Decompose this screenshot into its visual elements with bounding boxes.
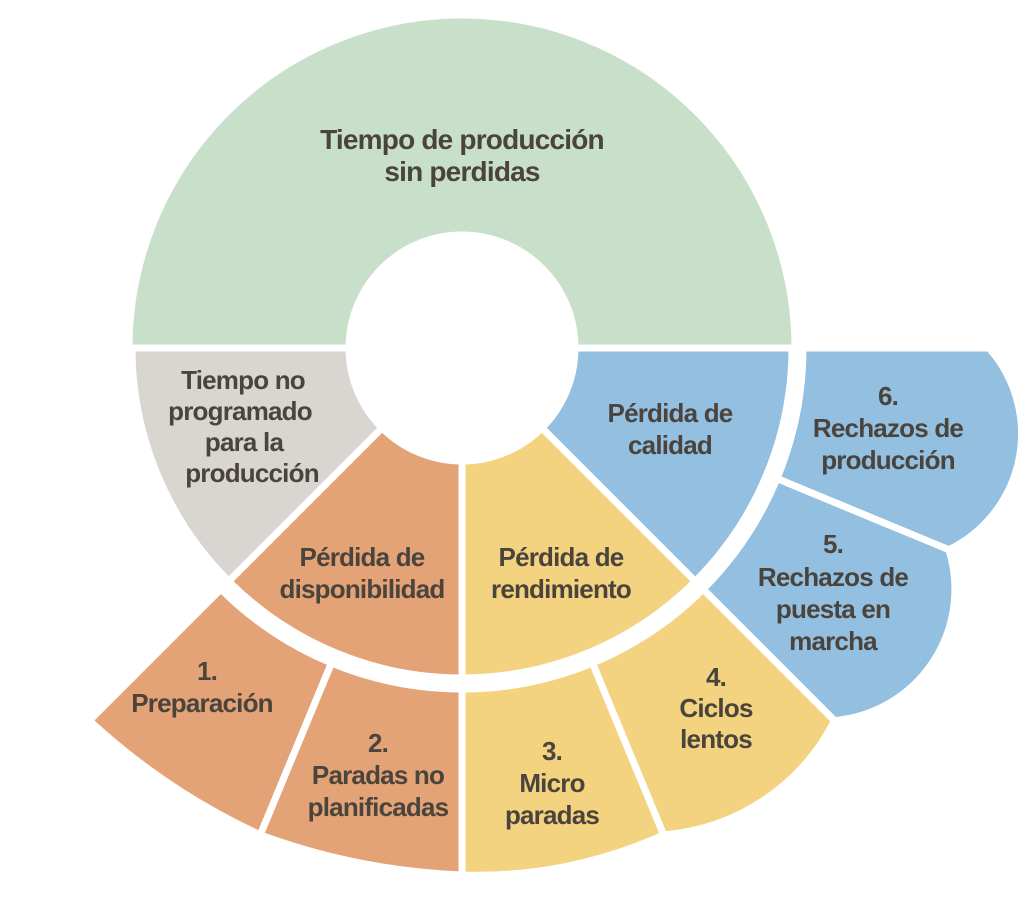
label-line: marcha — [789, 626, 878, 656]
label-line: lentos — [680, 724, 752, 754]
label-line: Pérdida de — [300, 542, 425, 572]
label-line: Rechazos de — [758, 562, 908, 592]
segment-unscheduled-time — [128, 344, 386, 585]
segment-availability-loss — [225, 424, 466, 682]
petal-1-preparacion — [85, 585, 335, 839]
label-line: planificadas — [308, 792, 449, 822]
label-line: calidad — [628, 430, 712, 460]
loss-number: 4. — [706, 662, 726, 692]
label-unscheduled-time: Tiempo no programado para la producción — [168, 365, 319, 488]
label-line: paradas — [505, 800, 599, 830]
label-production-time: Tiempo de producción sin perdidas — [320, 124, 605, 187]
label-loss-2: 2. Paradas no planificadas — [308, 728, 450, 822]
petal-4-ciclos-lentos — [589, 585, 839, 839]
label-line: Preparación — [131, 688, 273, 718]
loss-number: 6. — [878, 381, 898, 411]
loss-number: 3. — [542, 736, 562, 766]
label-line: programado — [168, 396, 312, 426]
loss-number: 1. — [197, 656, 217, 686]
label-line: Tiempo de producción — [320, 124, 604, 155]
label-performance-loss: Pérdida de rendimiento — [491, 542, 632, 604]
segment-quality-loss — [538, 344, 796, 585]
label-line: puesta en — [776, 594, 890, 624]
label-loss-3: 3. Micro paradas — [505, 736, 600, 830]
petal-5-rechazos-puesta-en-marcha — [699, 475, 959, 725]
label-quality-loss: Pérdida de calidad — [608, 398, 734, 460]
label-line: para la — [205, 427, 285, 457]
segment-production-time — [125, 11, 799, 352]
label-loss-1: 1. Preparación — [131, 656, 273, 718]
label-line: rendimiento — [491, 574, 631, 604]
label-line: Pérdida de — [608, 398, 733, 428]
label-line: producción — [821, 445, 955, 475]
label-line: producción — [185, 458, 319, 488]
label-line: Pérdida de — [499, 542, 624, 572]
label-line: Rechazos de — [813, 413, 963, 443]
middle-ring — [125, 11, 799, 682]
loss-number: 5. — [823, 529, 843, 559]
outer-ring — [85, 344, 1024, 879]
loss-number: 2. — [368, 728, 388, 758]
label-loss-5: 5. Rechazos de puesta en marcha — [758, 529, 909, 656]
label-line: disponibilidad — [279, 574, 444, 604]
petal-6-rechazos-produccion — [773, 344, 1024, 554]
label-line: Ciclos — [679, 693, 753, 723]
label-line: sin perdidas — [384, 156, 540, 187]
petal-2-paradas-no-planificadas — [256, 659, 466, 879]
label-line: Paradas no — [312, 760, 444, 790]
label-line: Micro — [519, 768, 584, 798]
label-line: Tiempo no — [181, 365, 305, 395]
labels: Tiempo de producción sin perdidas Tiempo… — [131, 124, 964, 830]
label-loss-6: 6. Rechazos de producción — [813, 381, 964, 475]
label-loss-4: 4. Ciclos lentos — [679, 662, 753, 754]
segment-performance-loss — [458, 424, 699, 682]
label-availability-loss: Pérdida de disponibilidad — [279, 542, 445, 604]
